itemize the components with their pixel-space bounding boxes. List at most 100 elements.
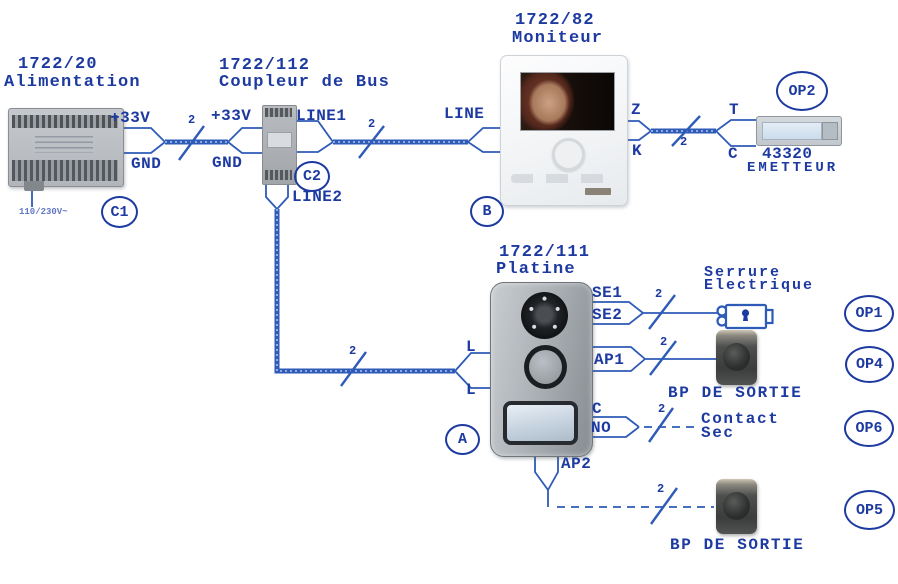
lock-title-line1: Serrure bbox=[704, 264, 782, 281]
wire-ap2-bracket bbox=[534, 453, 559, 507]
ref-circle-op1: OP1 bbox=[844, 295, 894, 332]
ref-circle-b: B bbox=[470, 196, 504, 227]
monitor-terminal-z: Z bbox=[631, 101, 642, 119]
platine-terminal-l-top: L bbox=[466, 338, 477, 356]
bus-centerlines bbox=[165, 130, 716, 372]
wire-count-ap2: 2 bbox=[657, 482, 665, 496]
slash-coupler-monitor bbox=[358, 125, 385, 159]
slash-se bbox=[648, 294, 676, 330]
wire-count-psu-coupler: 2 bbox=[188, 113, 196, 127]
wire-coupler-in bbox=[227, 127, 262, 154]
coupler-terminal-gnd: GND bbox=[212, 154, 243, 172]
psu-terminal-strip-top bbox=[12, 115, 118, 128]
monitor-title-label: Moniteur bbox=[512, 29, 604, 48]
wire-line1-out bbox=[295, 120, 334, 153]
wire-monitor-line-in bbox=[467, 127, 502, 153]
mains-voltage-label: 110/230V~ bbox=[19, 207, 68, 217]
emitter-title-label: EMETTEUR bbox=[747, 160, 839, 176]
ref-circle-c1: C1 bbox=[101, 196, 138, 228]
wire-count-coupler-monitor: 2 bbox=[368, 117, 376, 131]
platine-terminal-se1: SE1 bbox=[592, 284, 623, 302]
wire-count-contact: 2 bbox=[658, 402, 666, 416]
ref-circle-op4: OP4 bbox=[845, 346, 894, 383]
slash-ap1 bbox=[649, 340, 677, 376]
monitor-terminal-k: K bbox=[632, 142, 643, 160]
wire-ap1-bracket bbox=[590, 346, 646, 372]
exit-button-2-title: BP DE SORTIE bbox=[670, 536, 805, 554]
wire-platine-l-in bbox=[454, 352, 490, 389]
bus-lines bbox=[165, 128, 716, 374]
coupler-label-area bbox=[267, 132, 292, 148]
platine-model-label: 1722/111 bbox=[499, 243, 591, 262]
contact-title-line1: Contact bbox=[701, 410, 780, 428]
call-button bbox=[503, 401, 578, 445]
coupler-terminal-strip-top bbox=[265, 108, 292, 117]
monitor-terminal-line: LINE bbox=[444, 105, 485, 123]
coupler-terminal-line2: LINE2 bbox=[292, 188, 343, 206]
wire-emitter-in bbox=[715, 119, 756, 147]
electric-lock-icon bbox=[716, 303, 774, 330]
ref-circle-c2: C2 bbox=[294, 161, 330, 192]
platine-terminal-no: NO bbox=[591, 419, 612, 437]
wire-psu-out bbox=[122, 127, 166, 154]
psu-mounting-foot bbox=[24, 181, 44, 191]
monitor-image bbox=[500, 55, 628, 206]
monitor-logo bbox=[585, 188, 611, 195]
wire-cno-bracket bbox=[590, 416, 640, 438]
bus-line2-platine bbox=[274, 209, 455, 374]
monitor-model-label: 1722/82 bbox=[515, 11, 595, 30]
emitter-face bbox=[762, 122, 822, 140]
slash-monitor-emitter bbox=[671, 115, 701, 147]
psu-terminal-33v: +33V bbox=[110, 109, 151, 127]
count-slashes bbox=[178, 115, 701, 525]
speaker-ring bbox=[524, 345, 567, 389]
monitor-buttons-row bbox=[511, 174, 615, 183]
platine-terminal-l-bottom: L bbox=[466, 381, 477, 399]
coupler-title-label: Coupleur de Bus bbox=[219, 73, 391, 92]
coupler-terminal-33v: +33V bbox=[211, 107, 252, 125]
keyhole-head bbox=[741, 309, 750, 317]
emitter-image bbox=[756, 116, 842, 146]
ref-circle-a: A bbox=[445, 424, 480, 455]
slash-psu-coupler bbox=[178, 125, 205, 161]
platine-terminal-ap1: AP1 bbox=[594, 351, 625, 369]
psu-label-area bbox=[35, 136, 93, 153]
psu-terminal-strip-bottom bbox=[12, 160, 118, 181]
coupler-terminal-line1: LINE1 bbox=[296, 107, 347, 125]
emitter-button bbox=[822, 122, 838, 140]
coupler-model-label: 1722/112 bbox=[219, 56, 311, 75]
ref-circle-op2: OP2 bbox=[776, 71, 828, 111]
platine-title-label: Platine bbox=[496, 260, 576, 279]
slash-contact bbox=[648, 407, 674, 443]
monitor-screen bbox=[520, 72, 615, 131]
lock-title-line2: Electrique bbox=[704, 277, 815, 294]
lock-latch bbox=[764, 308, 774, 325]
slash-line2-platine bbox=[340, 351, 367, 387]
power-supply-image bbox=[8, 108, 124, 187]
ref-circle-op5: OP5 bbox=[844, 490, 895, 530]
wire-count-line2-platine: 2 bbox=[349, 344, 357, 358]
camera-lens bbox=[521, 292, 568, 339]
wire-count-monitor-emitter: 2 bbox=[680, 135, 688, 149]
platine-terminal-ap2: AP2 bbox=[561, 455, 592, 473]
dashed-wires bbox=[557, 426, 714, 508]
contact-title-line2: Sec bbox=[701, 424, 735, 442]
bus-center-4 bbox=[276, 209, 455, 372]
wire-line2-out bbox=[265, 183, 289, 210]
wire-se-bracket bbox=[590, 301, 644, 325]
exit-button-image-1 bbox=[716, 330, 757, 385]
wires-group bbox=[31, 115, 756, 525]
slash-ap2 bbox=[650, 487, 678, 525]
wire-count-ap1: 2 bbox=[660, 335, 668, 349]
emitter-terminal-t: T bbox=[729, 101, 740, 119]
psu-title-label: Alimentation bbox=[4, 73, 141, 92]
platine-terminal-c: C bbox=[592, 400, 603, 418]
coupler-terminal-strip-bottom bbox=[265, 170, 292, 180]
psu-model-label: 1722/20 bbox=[18, 55, 98, 74]
thin-wires bbox=[31, 119, 756, 507]
bus-coupler-image bbox=[262, 105, 297, 185]
wire-count-se: 2 bbox=[655, 287, 663, 301]
emitter-model-label: 43320 bbox=[762, 145, 813, 163]
